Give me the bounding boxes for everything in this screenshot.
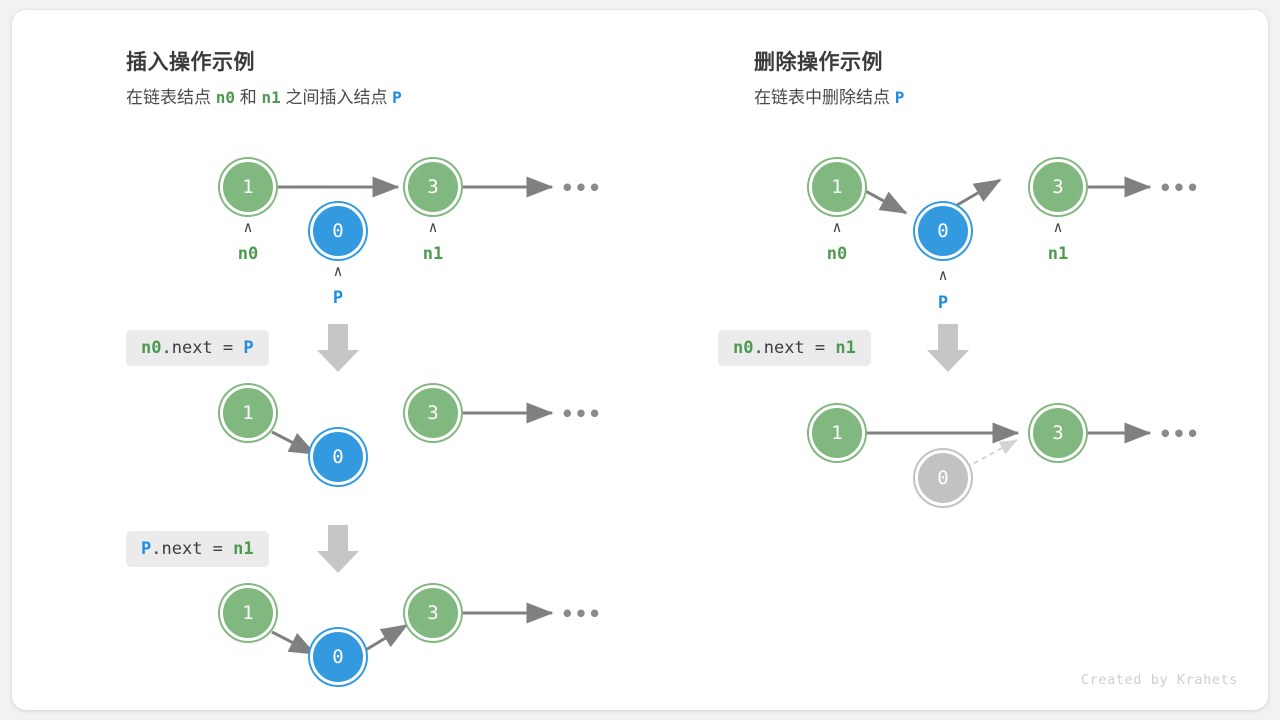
chip1-token-n0: n0 <box>141 338 162 358</box>
node-n0-insert-s1: 1 <box>220 385 276 441</box>
chip1-token-next: .next = <box>161 338 244 358</box>
caret-p-delete-s0: ∧ <box>938 266 948 284</box>
chip1-token-p: P <box>243 338 254 358</box>
caret-n0-insert-s0: ∧ <box>243 218 253 236</box>
chip2-token-p: P <box>141 539 152 559</box>
node-n1-insert-s1: 3 <box>405 385 461 441</box>
node-n1-delete-s1: 3 <box>1030 405 1086 461</box>
chip2-token-next: .next = <box>151 539 234 559</box>
ellipsis-insert-s0: ••• <box>561 176 602 200</box>
panel-insert-subtitle: 在链表结点 n0 和 n1 之间插入结点 P <box>126 83 402 108</box>
panel-insert-title: 插入操作示例 <box>126 51 255 74</box>
caret-n0-delete-s0: ∧ <box>832 218 842 236</box>
caret-p-insert-s0: ∧ <box>333 262 343 280</box>
label-n0-delete-s0: n0 <box>826 244 848 264</box>
panel-insert: 插入操作示例 在链表结点 n0 和 n1 之间插入结点 P <box>12 10 640 710</box>
panel-delete-subtitle: 在链表中删除结点 P <box>754 83 904 108</box>
diagram-card: 插入操作示例 在链表结点 n0 和 n1 之间插入结点 P <box>12 10 1268 710</box>
insert-edges-layer <box>271 176 554 656</box>
node-p-insert-s1: 0 <box>310 429 366 485</box>
dchip-token-n0: n0 <box>733 338 754 358</box>
node-n0-insert-s0: 1 <box>220 159 276 215</box>
down-arrow-delete-1 <box>927 324 969 372</box>
node-p-insert-s2: 0 <box>310 629 366 685</box>
panel-delete: 删除操作示例 在链表中删除结点 P 1 ∧ n0 <box>640 10 1268 710</box>
subtitle-code-p: P <box>392 88 402 107</box>
code-chip-delete-1: n0.next = n1 <box>718 330 871 366</box>
node-n1-delete-s0: 3 <box>1030 159 1086 215</box>
down-arrow-insert-2 <box>317 525 359 573</box>
node-n0-delete-s0: 1 <box>809 159 865 215</box>
label-p-insert-s0: P <box>332 288 344 308</box>
dchip-token-n1: n1 <box>835 338 856 358</box>
panel-delete-title: 删除操作示例 <box>754 51 883 74</box>
ellipsis-delete-s1: ••• <box>1159 422 1200 446</box>
node-n1-insert-s2: 3 <box>405 585 461 641</box>
ellipsis-insert-s2: ••• <box>561 602 602 626</box>
label-n0-insert-s0: n0 <box>237 244 259 264</box>
dchip-token-next: .next = <box>753 338 836 358</box>
subtitle-code-n0: n0 <box>215 88 235 107</box>
subtitle-text-1: 和 <box>235 88 262 107</box>
footer-credit: Created by Krahets <box>1080 672 1238 688</box>
code-chip-insert-2: P.next = n1 <box>126 531 269 567</box>
caret-n1-insert-s0: ∧ <box>428 218 438 236</box>
delete-subtitle-text-0: 在链表中删除结点 <box>754 88 895 107</box>
caret-n1-delete-s0: ∧ <box>1053 218 1063 236</box>
subtitle-text-2: 之间插入结点 <box>280 88 393 107</box>
node-p-insert-s0: 0 <box>310 203 366 259</box>
node-deleted-delete-s1: 0 <box>915 450 971 506</box>
node-n0-delete-s1: 1 <box>809 405 865 461</box>
node-n1-insert-s0: 3 <box>405 159 461 215</box>
down-arrow-insert-1 <box>317 324 359 372</box>
subtitle-code-n1: n1 <box>261 88 281 107</box>
ellipsis-delete-s0: ••• <box>1159 176 1200 200</box>
delete-subtitle-code-p: P <box>894 88 905 107</box>
label-n1-insert-s0: n1 <box>422 244 444 264</box>
label-n1-delete-s0: n1 <box>1047 244 1069 264</box>
label-p-delete-s0: P <box>937 293 949 313</box>
subtitle-text-0: 在链表结点 <box>126 88 216 107</box>
code-chip-insert-1: n0.next = P <box>126 330 269 366</box>
ellipsis-insert-s1: ••• <box>561 402 602 426</box>
node-n0-insert-s2: 1 <box>220 585 276 641</box>
node-p-delete-s0: 0 <box>915 203 971 259</box>
chip2-token-n1: n1 <box>233 539 254 559</box>
